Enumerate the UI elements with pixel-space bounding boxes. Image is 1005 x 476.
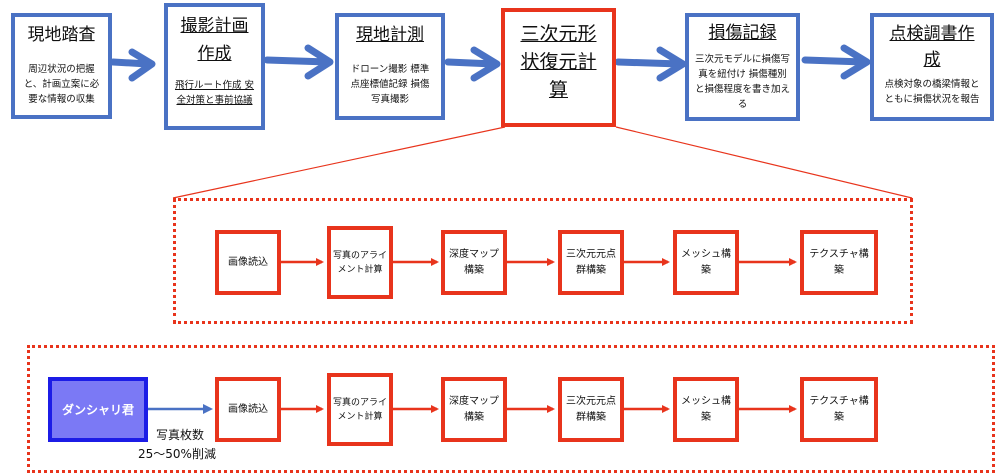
step-title: 現地踏査 — [27, 25, 96, 45]
tool-note-line1: 写真枚数 — [156, 428, 205, 442]
detail-step: 深度マップ構築 — [441, 230, 507, 295]
step-title: 損傷記録 — [708, 23, 777, 43]
optimized-step: 写真のアライメント計算 — [327, 373, 393, 446]
step-3d-reconstruction: 三次元形状復元計算 — [501, 8, 616, 127]
dansharikun-tool: ダンシャリ君 — [48, 377, 148, 442]
chevron-arrow-icon — [801, 44, 871, 80]
detail-step: 写真のアライメント計算 — [327, 226, 393, 299]
step-desc: 点検対象の橋梁情報とともに損傷状況を報告 — [884, 79, 980, 105]
chevron-arrow-icon — [444, 46, 501, 82]
step-damage-record: 損傷記録 三次元モデルに損傷写真を紐付け 損傷種別と損傷程度を書き加える — [685, 13, 800, 121]
chevron-arrow-icon — [263, 44, 334, 80]
detail-step: テクスチャ構築 — [800, 230, 878, 295]
step-title: 点検調書作成 — [889, 24, 975, 70]
zoom-line-right — [615, 126, 913, 199]
step-report: 点検調書作成 点検対象の橋梁情報とともに損傷状況を報告 — [870, 13, 994, 121]
step-site-survey: 現地踏査 周辺状況の把握と、計画立案に必要な情報の収集 — [11, 13, 112, 119]
step-desc: 飛行ルート作成 安全対策と事前協議 — [174, 80, 255, 106]
optimized-step: 三次元元点群構築 — [558, 377, 624, 442]
optimized-frame — [27, 345, 995, 473]
detail-step: 三次元元点群構築 — [558, 230, 624, 295]
tool-note-line2: 25～50%削減 — [138, 447, 216, 461]
optimized-step: メッシュ構築 — [673, 377, 739, 442]
step-title: 撮影計画作成 — [180, 16, 249, 64]
step-title: 三次元形状復元計算 — [520, 23, 597, 101]
optimized-step: テクスチャ構築 — [800, 377, 878, 442]
step-site-measurement: 現地計測 ドローン撮影 標準点座標値記録 損傷写真撮影 — [335, 13, 445, 120]
detail-step: 画像読込 — [215, 230, 281, 295]
chevron-arrow-icon — [109, 48, 156, 82]
step-desc: 三次元モデルに損傷写真を紐付け 損傷種別と損傷程度を書き加える — [695, 54, 791, 110]
detail-frame — [173, 198, 913, 324]
optimized-step: 深度マップ構築 — [441, 377, 507, 442]
step-desc: 周辺状況の把握と、計画立案に必要な情報の収集 — [23, 64, 100, 105]
zoom-line-left — [172, 126, 506, 199]
step-desc: ドローン撮影 標準点座標値記録 損傷写真撮影 — [350, 64, 430, 105]
detail-step: メッシュ構築 — [673, 230, 739, 295]
step-title: 現地計測 — [356, 25, 424, 45]
step-shooting-plan: 撮影計画作成 飛行ルート作成 安全対策と事前協議 — [164, 3, 265, 130]
optimized-step: 画像読込 — [215, 377, 281, 442]
chevron-arrow-icon — [614, 46, 687, 82]
